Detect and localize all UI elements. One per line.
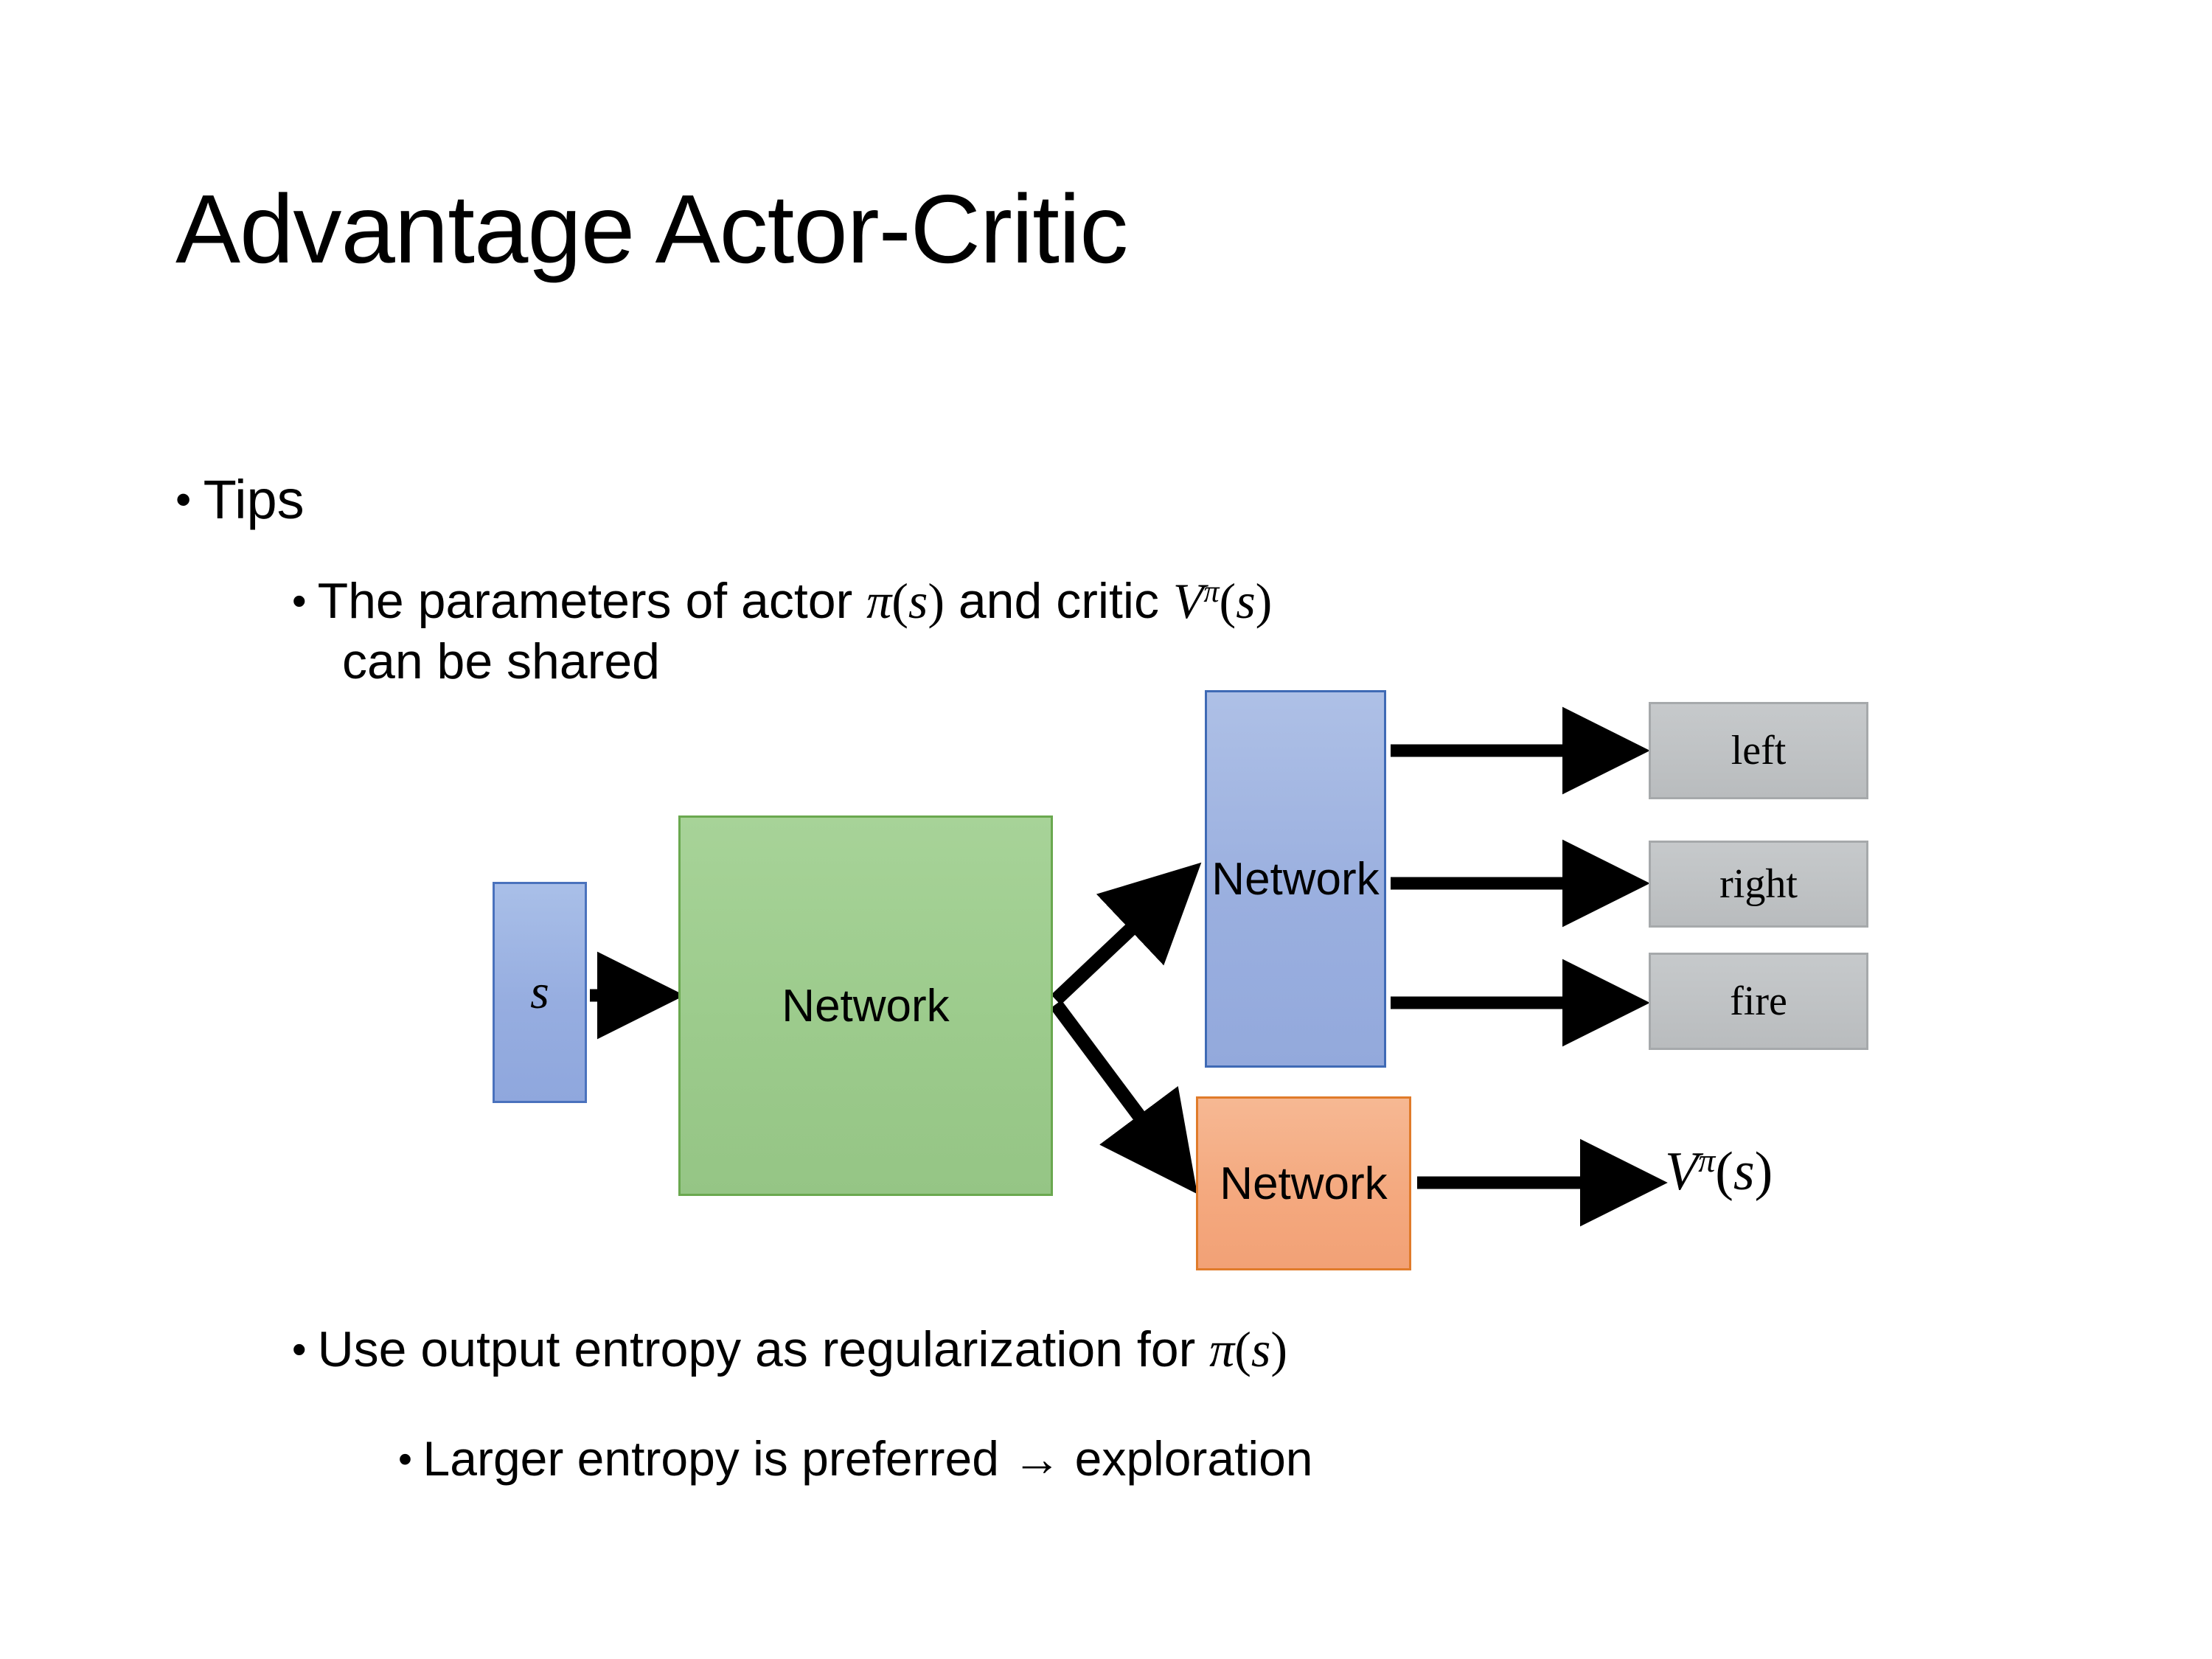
actor-network-label: Network [1211, 853, 1380, 905]
actor-network-box[interactable]: Network [1205, 690, 1386, 1068]
bullet-parameters-shared: •The parameters of actor π(s) and critic… [292, 571, 1737, 692]
critic-network-label: Network [1220, 1158, 1388, 1209]
value-function-symbol: Vπ [1173, 573, 1220, 629]
arrow-shared-to-actor [1051, 862, 1202, 1005]
state-input-label: s [530, 965, 549, 1019]
v-letter: V [1665, 1141, 1699, 1202]
critic-output-label: Vπ(s) [1665, 1139, 1773, 1203]
pi-symbol: π [1209, 1321, 1235, 1377]
state-input-box[interactable]: s [493, 882, 587, 1103]
bullet-marker-icon: • [175, 474, 192, 525]
action-label-right: right [1719, 861, 1798, 907]
state-symbol: s [1733, 1141, 1755, 1202]
pi-symbol: π [866, 573, 892, 629]
v-superscript-pi: π [1698, 1141, 1716, 1180]
bullet-larger-entropy: •Larger entropy is preferred → explorati… [398, 1430, 1313, 1488]
arrow-shared-to-critic [1050, 1000, 1197, 1194]
paren-open: ( [891, 573, 908, 629]
bullet-marker-icon: • [292, 577, 307, 624]
paren-close: ) [1754, 1141, 1773, 1202]
action-box-fire[interactable]: fire [1649, 953, 1868, 1050]
bullet-tips-label: Tips [203, 469, 305, 530]
action-label-left: left [1731, 728, 1787, 773]
action-box-left[interactable]: left [1649, 702, 1868, 799]
paren-open: ( [1234, 1321, 1251, 1377]
paren-open: ( [1715, 1141, 1733, 1202]
action-box-right[interactable]: right [1649, 841, 1868, 928]
page-title: Advantage Actor-Critic [175, 175, 1128, 283]
bullet-larger-label: Larger entropy is preferred → exploratio… [422, 1431, 1313, 1486]
critic-network-box[interactable]: Network [1196, 1096, 1411, 1270]
bullet-tips: •Tips [175, 468, 305, 532]
paren-open: ( [1219, 573, 1237, 629]
state-symbol: s [1251, 1321, 1271, 1377]
shared-network-label: Network [782, 980, 950, 1032]
v-letter: V [1172, 573, 1204, 629]
bullet-entropy-text: Use output entropy as regularization for [317, 1321, 1210, 1377]
paren-close: ) [928, 573, 945, 629]
paren-close: ) [1270, 1321, 1287, 1377]
state-symbol: s [908, 573, 928, 629]
v-superscript-pi: π [1203, 574, 1220, 610]
bullet-parameters-text: The parameters of actor [317, 573, 867, 629]
bullet-entropy-regularization: •Use output entropy as regularization fo… [292, 1320, 1287, 1379]
state-symbol: s [1236, 573, 1256, 629]
bullet-parameters-continuation: can be shared [342, 633, 660, 689]
bullet-parameters-text-middle: and critic [944, 573, 1173, 629]
bullet-marker-icon: • [292, 1326, 307, 1372]
action-label-fire: fire [1730, 978, 1787, 1024]
bullet-marker-icon: • [398, 1436, 412, 1481]
paren-close: ) [1255, 573, 1273, 629]
value-function-symbol: Vπ [1665, 1141, 1715, 1202]
shared-network-box[interactable]: Network [678, 815, 1053, 1196]
